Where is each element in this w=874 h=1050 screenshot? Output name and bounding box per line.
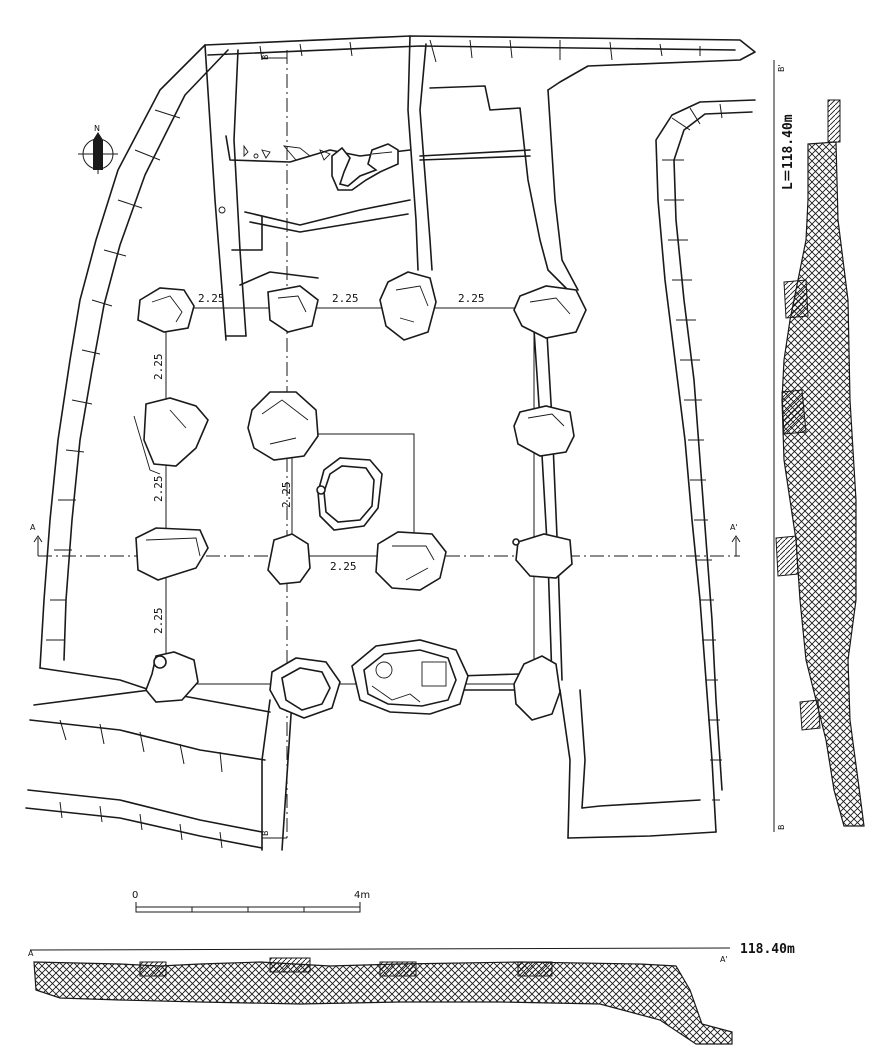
elevation-b	[773, 60, 865, 832]
scale-bar	[135, 902, 361, 913]
stone-right-1	[513, 405, 575, 457]
stone-bottom-2	[269, 657, 341, 719]
section-a-prime-marker: A'	[730, 523, 738, 532]
stone-bottom-1	[145, 651, 199, 703]
spacing-top-2: 2.25	[332, 292, 359, 305]
stone-right-2	[512, 533, 573, 579]
spacing-labels: 2.25 2.25 2.25 2.25 2.25 2.25 2.25 2.25	[152, 292, 485, 634]
stone-inner-1	[247, 391, 319, 461]
level-horizontal-label: 118.40m	[740, 942, 795, 957]
spacing-top-1: 2.25	[198, 292, 225, 305]
stone-bottom-3	[351, 639, 469, 715]
section-b-prime-label: B'	[777, 64, 786, 72]
stone-top-1	[137, 287, 195, 333]
scale-start: 0	[132, 890, 138, 901]
north-label: N	[94, 124, 100, 133]
stone-top-2	[267, 285, 319, 333]
stone-bottom-4	[513, 655, 561, 721]
scale-end: 4m	[354, 890, 370, 901]
stone-top-4	[513, 285, 587, 339]
pillar-grid	[165, 307, 535, 685]
stone-inner-2	[267, 533, 311, 585]
foundation-stones	[133, 143, 587, 721]
spacing-left-2: 2.25	[152, 476, 165, 503]
stone-left-2	[135, 527, 209, 581]
section-a-prime-label: A'	[720, 955, 728, 964]
section-b-label: B	[777, 825, 786, 831]
stone-top-3	[379, 271, 437, 341]
stone-inner-3	[375, 531, 447, 591]
spacing-left-1: 2.25	[152, 354, 165, 381]
spacing-inner-left: 2.25	[280, 482, 293, 509]
trench-outline	[25, 35, 756, 851]
stone-debris	[218, 144, 331, 214]
section-b-prime-marker: B'	[261, 52, 270, 60]
stone-north-pit	[331, 143, 399, 191]
level-vertical-label: L＝118.40m	[781, 114, 796, 190]
section-a-marker: A	[30, 523, 36, 532]
spacing-left-3: 2.25	[152, 608, 165, 635]
elevation-a	[29, 947, 733, 1045]
north-arrow-icon	[78, 132, 118, 174]
stone-left-1	[133, 397, 209, 475]
stone-center	[316, 457, 383, 531]
spacing-top-3: 2.25	[458, 292, 485, 305]
spacing-inner-bottom: 2.25	[330, 560, 357, 573]
section-a-label: A	[28, 949, 34, 958]
section-b-marker: B	[261, 831, 270, 837]
